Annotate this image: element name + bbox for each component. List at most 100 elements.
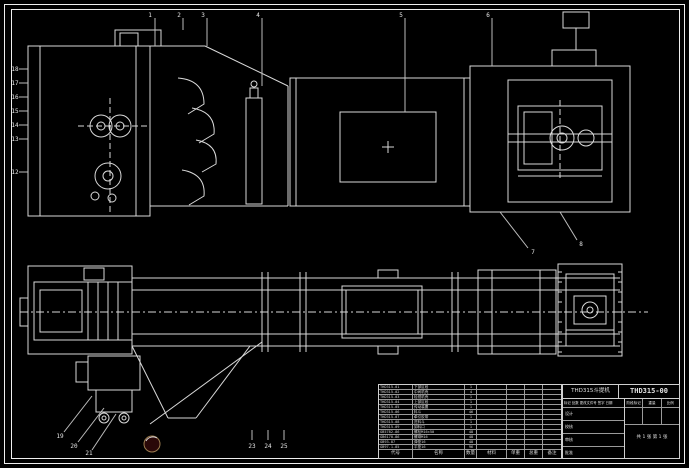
- stage-value: [625, 408, 644, 424]
- table-row: THD315-03 检视机壳 1: [379, 395, 561, 400]
- gear-motor: [75, 355, 141, 424]
- part-unit-weight: [507, 410, 525, 414]
- signature-row: 审核: [563, 434, 624, 447]
- part-code: THD315-02: [379, 390, 413, 394]
- part-code: THD315-08: [379, 420, 413, 424]
- table-row: THD315-06 料斗 46: [379, 410, 561, 415]
- part-qty: 1: [465, 415, 477, 419]
- drive-mount: [477, 263, 623, 357]
- table-row: THD315-07 牵引胶带 1: [379, 415, 561, 420]
- callout-label: 18: [11, 66, 19, 73]
- part-name: 传动装置: [413, 405, 465, 409]
- part-code: GB5782-86: [379, 430, 413, 434]
- part-material: [477, 430, 507, 434]
- header-total-weight: 总重: [525, 450, 543, 458]
- table-row: THD315-08 进料斗 1: [379, 420, 561, 425]
- leader-lines-top: [19, 18, 578, 249]
- leader-lines-bottom: [63, 395, 285, 451]
- part-unit-weight: [507, 405, 525, 409]
- table-row: GB6170-86 螺母M16 48: [379, 435, 561, 440]
- part-note: [543, 430, 561, 434]
- callout-label: 13: [11, 136, 19, 143]
- sheet-info: 共 1 张 第 1 张: [636, 435, 668, 440]
- part-qty: 4: [465, 390, 477, 394]
- part-qty: 48: [465, 440, 477, 444]
- part-material: [477, 405, 507, 409]
- parts-table: THD315-01 下部区段 1 THD315-02 中间机壳 4 THD315…: [378, 384, 562, 459]
- table-row: GB5782-86 螺栓M16×50 48: [379, 430, 561, 435]
- part-total-weight: [525, 405, 543, 409]
- part-unit-weight: [507, 390, 525, 394]
- part-unit-weight: [507, 425, 525, 429]
- part-qty: 1: [465, 420, 477, 424]
- part-unit-weight: [507, 435, 525, 439]
- part-name: 螺母M16: [413, 435, 465, 439]
- part-total-weight: [525, 435, 543, 439]
- signature-rows: 设计校核审核批准: [563, 408, 624, 459]
- weight-label: 重量: [643, 399, 662, 407]
- part-note: [543, 390, 561, 394]
- title-block: THD315斗提机 THD315-00 标记 处数 更改文件号 签字 日期 设计…: [562, 384, 680, 459]
- table-row: THD315-09 卸料口 1: [379, 425, 561, 430]
- part-name: 弹垫16: [413, 440, 465, 444]
- scale-value: [662, 408, 679, 424]
- plan-view: [19, 263, 648, 453]
- stage-area: 阶段标记 重量 比例 共 1 张 第 1 张: [625, 399, 679, 459]
- callout-label: 20: [70, 443, 78, 450]
- bucket-chute-section: [150, 45, 289, 207]
- callout-labels: 1 2 3 4 5 6 18 17 16 15 14 13 12 19 20 2…: [11, 12, 583, 457]
- signature-area: 标记 处数 更改文件号 签字 日期 设计校核审核批准: [563, 399, 625, 459]
- middle-casing: [289, 77, 471, 207]
- part-name: 上部区段: [413, 400, 465, 404]
- part-code: THD315-01: [379, 385, 413, 389]
- callout-label: 4: [256, 12, 260, 19]
- table-row: THD315-04 上部区段 1: [379, 400, 561, 405]
- header-note: 备注: [547, 451, 557, 456]
- part-note: [543, 445, 561, 449]
- drawing-number: THD315-00: [630, 387, 668, 395]
- discharge-funnel: [131, 341, 263, 425]
- part-material: [477, 400, 507, 404]
- part-total-weight: [525, 395, 543, 399]
- callout-label: 21: [85, 450, 93, 457]
- drawing-frame: [4, 4, 685, 464]
- title-block-mid: 标记 处数 更改文件号 签字 日期 设计校核审核批准 阶段标记 重量 比例 共 …: [563, 399, 679, 459]
- part-material: [477, 410, 507, 414]
- part-qty: 1: [465, 395, 477, 399]
- part-total-weight: [525, 445, 543, 449]
- part-total-weight: [525, 440, 543, 444]
- part-name: 进料斗: [413, 420, 465, 424]
- callout-label: 2: [177, 12, 181, 19]
- part-note: [543, 400, 561, 404]
- part-code: THD315-04: [379, 400, 413, 404]
- part-note: [543, 420, 561, 424]
- callout-label: 1: [148, 12, 152, 19]
- head-section: [27, 29, 162, 217]
- signature-row: 批准: [565, 450, 573, 455]
- header-code: 代号: [379, 450, 413, 458]
- callout-label: 7: [531, 249, 535, 256]
- part-total-weight: [525, 425, 543, 429]
- part-total-weight: [525, 390, 543, 394]
- table-row: THD315-01 下部区段 1: [379, 385, 561, 390]
- table-row: THD315-05 传动装置 1: [379, 405, 561, 410]
- part-unit-weight: [507, 400, 525, 404]
- title-block-top: THD315斗提机 THD315-00: [563, 385, 679, 399]
- callout-label: 16: [11, 94, 19, 101]
- part-total-weight: [525, 430, 543, 434]
- part-material: [477, 415, 507, 419]
- callout-label: 19: [56, 433, 64, 440]
- table-row: GB97.1-85 平垫16 96: [379, 445, 561, 450]
- part-qty: 48: [465, 430, 477, 434]
- part-material: [477, 385, 507, 389]
- part-material: [477, 435, 507, 439]
- signature-row: 校核: [563, 421, 624, 434]
- part-unit-weight: [507, 385, 525, 389]
- callout-label: 17: [11, 80, 19, 87]
- part-code: GB6170-86: [379, 435, 413, 439]
- part-name: 中间机壳: [413, 390, 465, 394]
- part-material: [477, 440, 507, 444]
- revision-header: 标记 处数 更改文件号 签字 日期: [563, 399, 624, 408]
- scale-label: 比例: [666, 401, 674, 405]
